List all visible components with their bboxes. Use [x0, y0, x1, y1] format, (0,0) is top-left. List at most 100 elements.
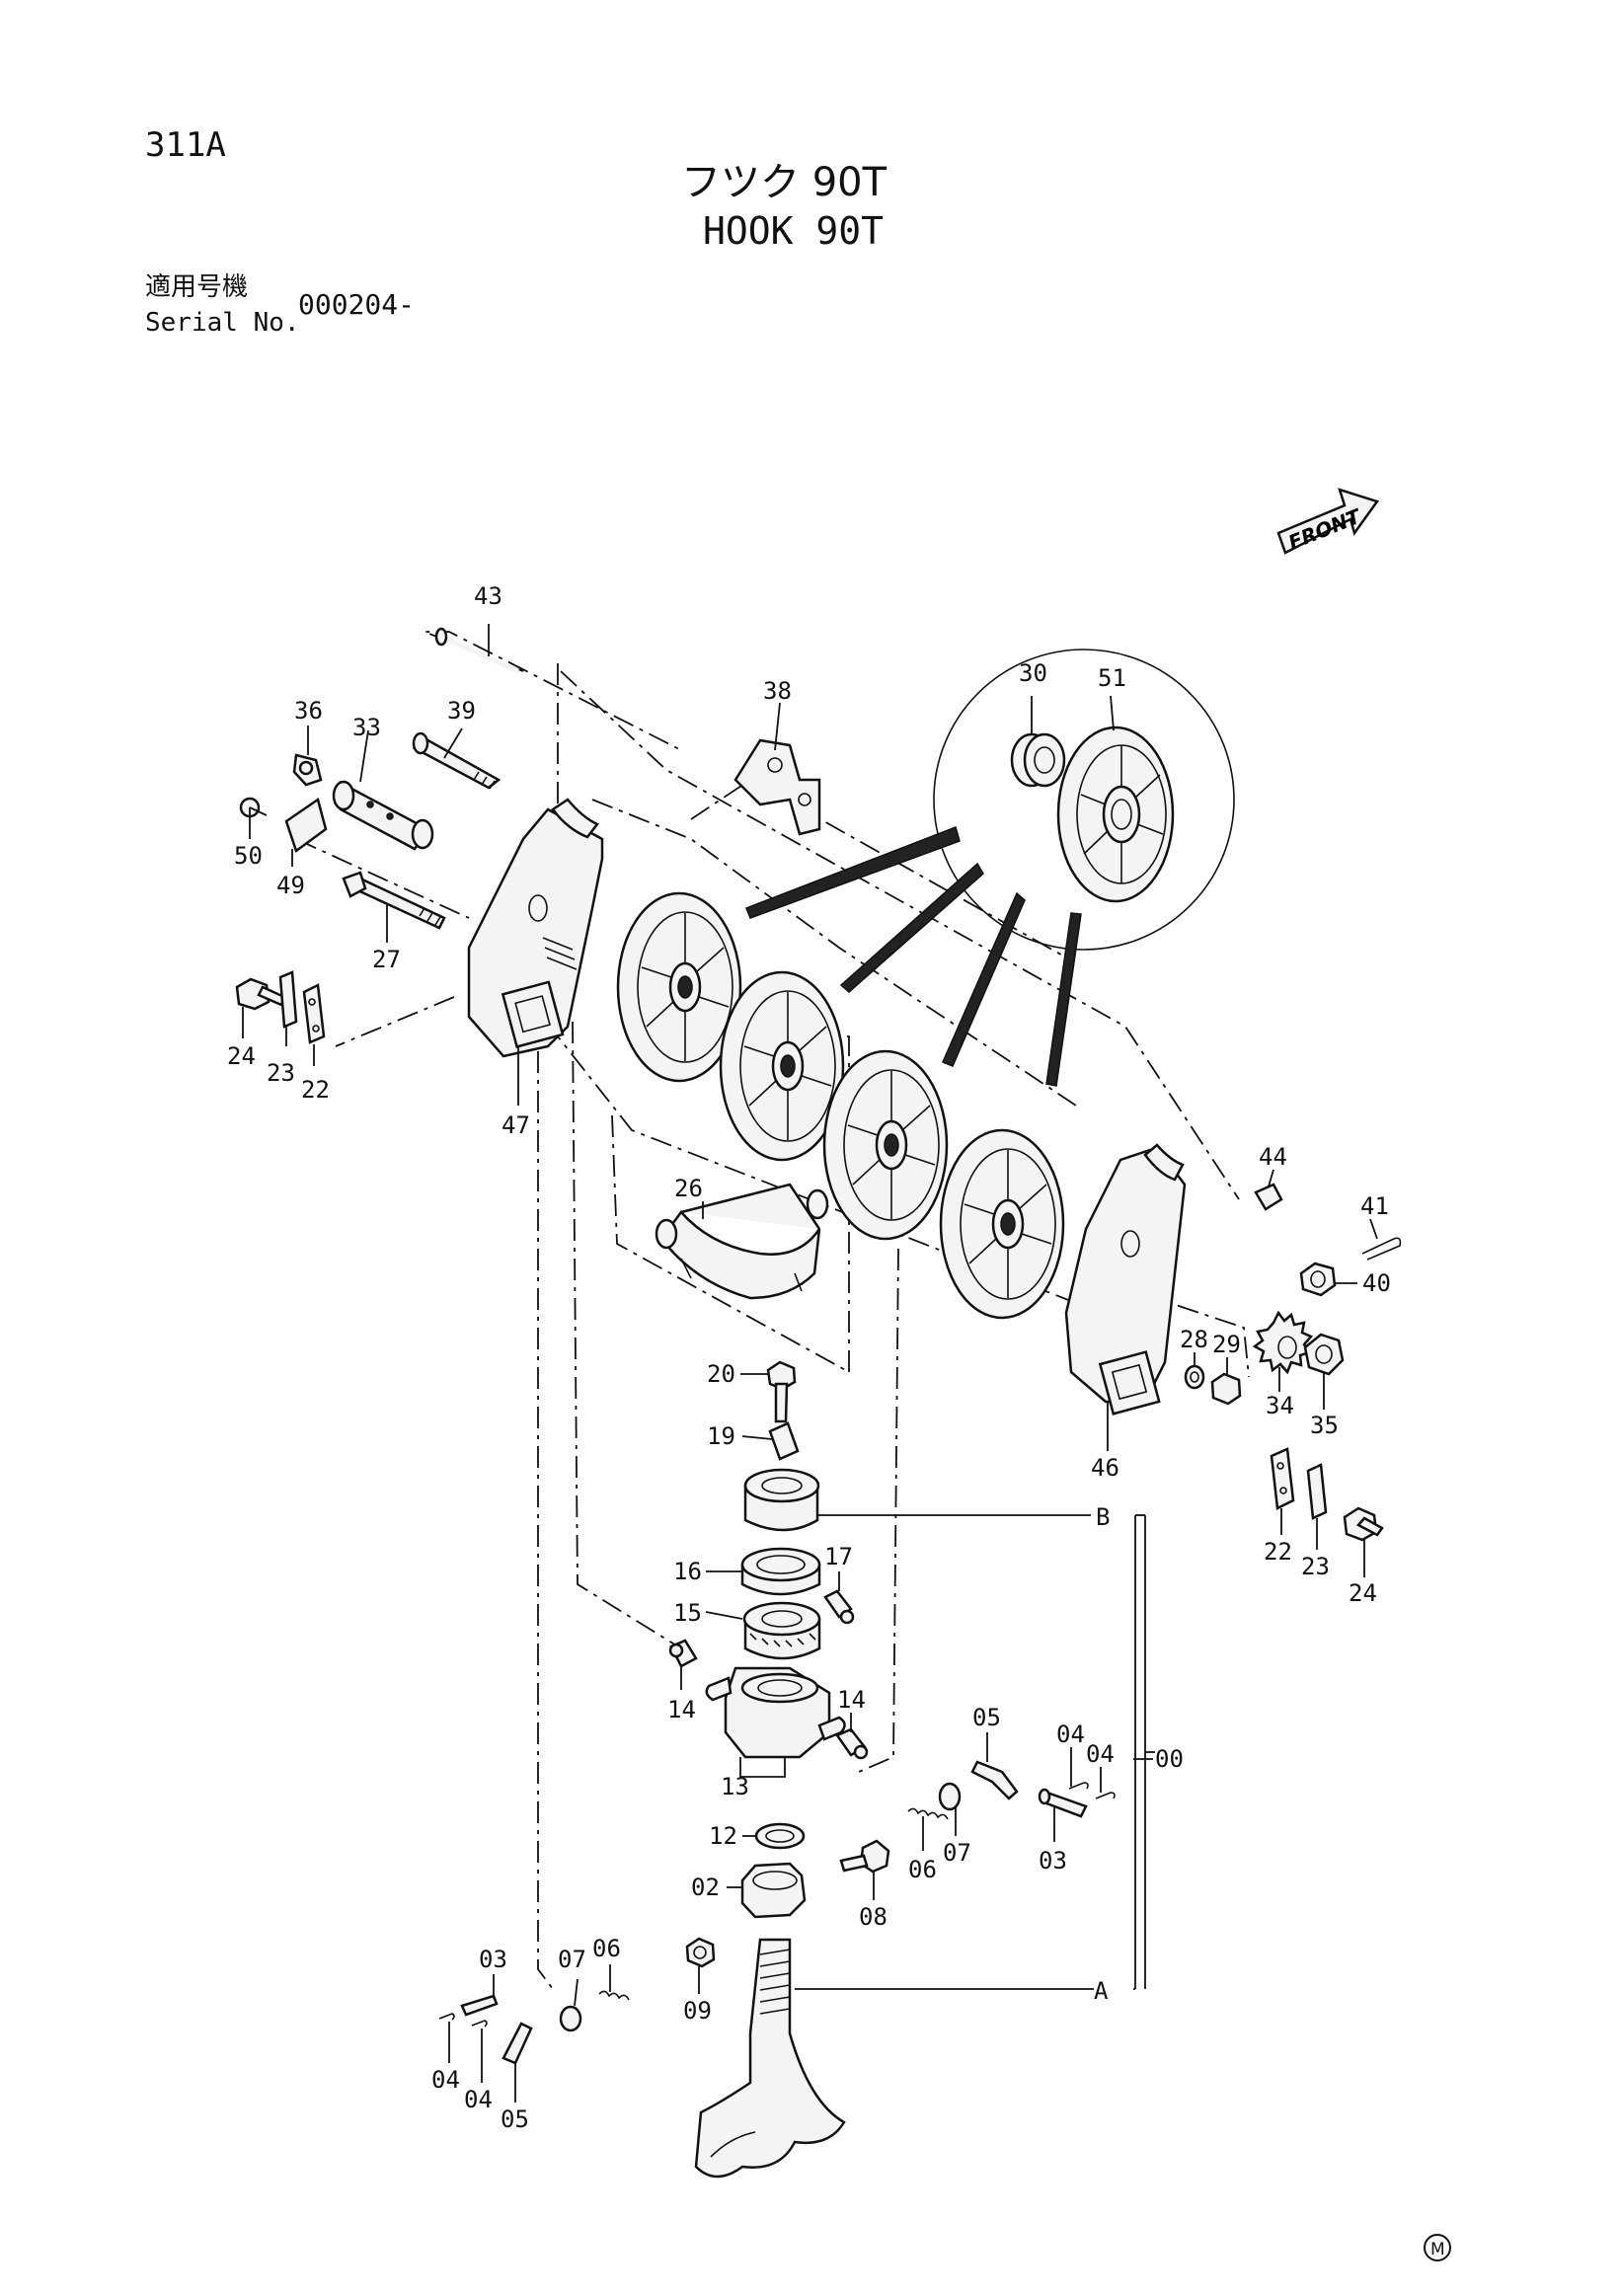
part-04-cotter-right-b	[1095, 1792, 1116, 1799]
callout-23-left: 23	[267, 1059, 295, 1087]
callout-44: 44	[1259, 1143, 1287, 1171]
callout-03-right: 03	[1039, 1847, 1067, 1875]
part-04-cotter-left-b	[471, 2020, 488, 2028]
part-23-shim-right	[1306, 1463, 1328, 1520]
callout-47: 47	[501, 1111, 530, 1139]
callout-51: 51	[1098, 664, 1126, 692]
part-47-side-plate-left	[467, 798, 604, 1058]
part-05-latch-right	[970, 1760, 1019, 1800]
page-title-english: HOOK 90T	[703, 209, 885, 253]
callout-00: 00	[1155, 1745, 1184, 1773]
callout-19: 19	[707, 1422, 735, 1450]
part-30-bearing	[1010, 732, 1066, 788]
part-29-nut	[1210, 1372, 1242, 1406]
part-sheave-2	[719, 970, 845, 1162]
part-39-bolt	[412, 731, 501, 790]
part-03-pin-right	[1038, 1788, 1088, 1818]
part-24-bolt-left	[235, 977, 286, 1011]
callout-49: 49	[276, 872, 305, 899]
part-sheave-3	[822, 1049, 949, 1241]
part-49-lock-plate	[284, 797, 328, 854]
part-06-spring-right	[907, 1807, 949, 1820]
callout-14-right: 14	[837, 1686, 866, 1714]
callout-15: 15	[673, 1599, 702, 1627]
part-33-pin-sleeve	[332, 780, 434, 851]
part-50-screw	[239, 797, 268, 818]
part-sheave-4	[939, 1128, 1065, 1320]
callout-20: 20	[707, 1360, 735, 1388]
part-14-grease-fitting-left	[668, 1639, 698, 1668]
part-07-collar-left	[559, 2005, 582, 2032]
serial-number-value: 000204-	[298, 288, 416, 321]
callout-27: 27	[372, 946, 401, 973]
part-24-bolt-right	[1343, 1506, 1384, 1542]
callout-05-right: 05	[972, 1704, 1001, 1731]
part-15-thrust-bearing	[742, 1601, 821, 1660]
callout-B: B	[1096, 1503, 1110, 1531]
part-35-slotted-nut	[1303, 1333, 1345, 1376]
part-02-hook-nut	[740, 1862, 807, 1919]
part-36-grease-fitting	[292, 753, 323, 787]
callout-36: 36	[294, 697, 323, 725]
callout-09: 09	[683, 1997, 712, 2025]
part-13-trunnion-block	[705, 1666, 846, 1759]
part-26-rope-guard	[655, 1183, 829, 1300]
callout-22-right: 22	[1264, 1538, 1292, 1566]
part-41-cotter-pin	[1361, 1237, 1402, 1261]
part-22-plate-left	[302, 983, 326, 1044]
callout-08: 08	[859, 1903, 887, 1931]
part-06-spring-left	[598, 1990, 630, 2001]
part-05-latch-left	[501, 2022, 533, 2065]
callout-24-right: 24	[1349, 1579, 1377, 1607]
part-14-grease-fitting-right	[835, 1727, 869, 1760]
callout-07-left: 07	[558, 1946, 586, 1973]
callout-04-right-b: 04	[1086, 1740, 1115, 1768]
part-23-shim-left	[278, 970, 298, 1029]
part-40-castle-nut	[1299, 1262, 1337, 1297]
part-51-sheave-detail	[1056, 726, 1175, 903]
page-title-japanese: フツク 90T	[681, 160, 887, 205]
part-03-pin-left	[460, 1994, 499, 2017]
part-27-long-bolt	[342, 871, 446, 930]
part-12-ring	[754, 1822, 806, 1850]
part-34-lock-washer	[1252, 1310, 1314, 1375]
callout-28: 28	[1180, 1326, 1208, 1353]
callout-labels: 43 36 33 39 38 30 51 50 49 27 24 23 22 4…	[227, 582, 1391, 2133]
callout-24-left: 24	[227, 1042, 256, 1070]
callout-13: 13	[721, 1773, 749, 1800]
callout-04-left-b: 04	[464, 2086, 493, 2113]
footer-mark-letter: M	[1430, 2240, 1445, 2259]
leader-lines	[242, 624, 1378, 2103]
page-code: 311A	[145, 125, 226, 165]
callout-03-left: 03	[479, 1946, 507, 1973]
part-hook	[694, 1938, 846, 2179]
callout-34: 34	[1266, 1392, 1294, 1419]
callout-A: A	[1094, 1977, 1109, 2005]
part-17-grease-fitting	[823, 1589, 855, 1625]
footer-mark: M	[1424, 2234, 1451, 2261]
callout-30: 30	[1019, 659, 1047, 687]
callout-12: 12	[709, 1822, 737, 1850]
part-20-bolt	[766, 1360, 797, 1423]
callout-41: 41	[1360, 1192, 1389, 1220]
callout-05-left: 05	[501, 2105, 529, 2133]
detail-circle	[745, 649, 1235, 1087]
callout-22-left: 22	[301, 1076, 330, 1104]
callout-06-right: 06	[908, 1856, 937, 1883]
part-sheave-1	[616, 891, 742, 1083]
part-22-plate-right	[1270, 1447, 1295, 1510]
callout-02: 02	[691, 1874, 720, 1901]
part-28-washer	[1184, 1364, 1205, 1390]
callout-17: 17	[824, 1543, 853, 1570]
front-label: FRONT	[1285, 503, 1365, 554]
callout-40: 40	[1362, 1269, 1391, 1297]
part-04-cotter-left-a	[438, 2013, 455, 2021]
callout-26: 26	[674, 1175, 703, 1202]
callout-16: 16	[673, 1558, 702, 1585]
callout-06-left: 06	[592, 1935, 621, 1962]
part-43-long-pin	[434, 627, 520, 674]
callout-39: 39	[447, 697, 476, 725]
callout-14-left: 14	[667, 1696, 696, 1723]
part-08-bolt	[839, 1839, 890, 1874]
